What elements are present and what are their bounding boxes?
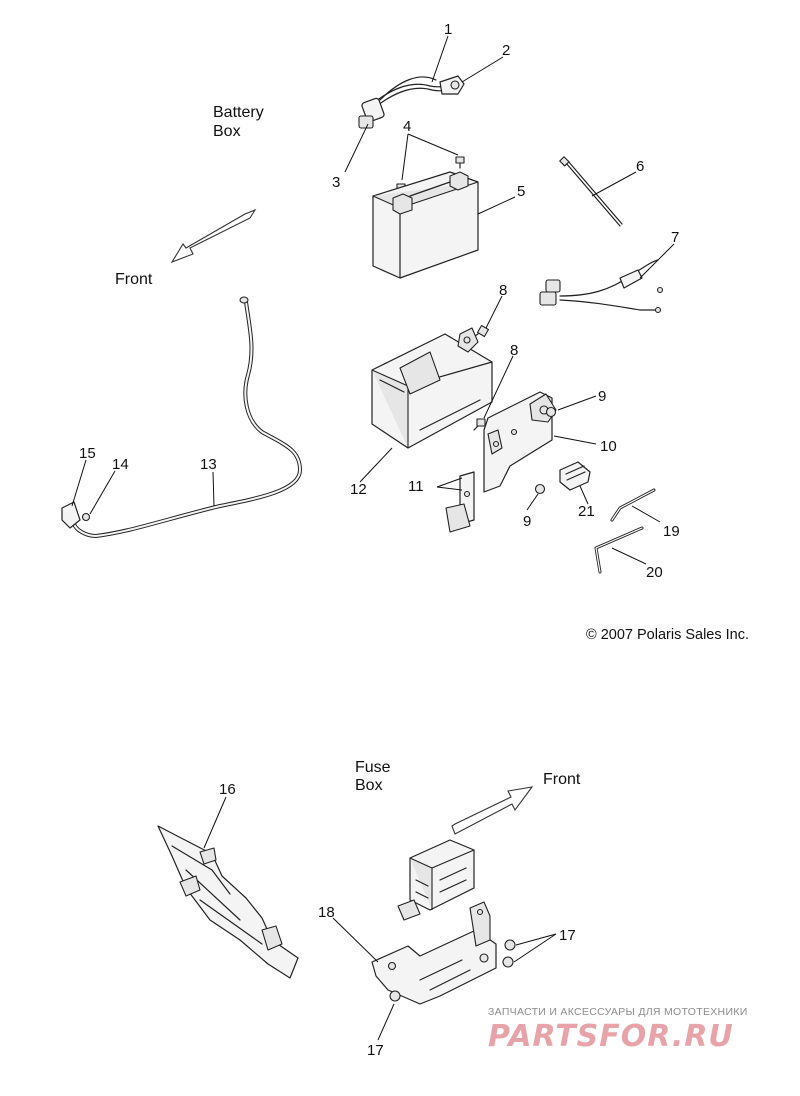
callout-8a: 8 — [499, 282, 507, 299]
callout-16: 16 — [219, 781, 236, 798]
callout-7: 7 — [671, 229, 679, 246]
callout-17b: 17 — [367, 1042, 384, 1059]
watermark: ЗАПЧАСТИ И АКСЕССУАРЫ ДЛЯ МОТОТЕХНИКИ PA… — [488, 1006, 748, 1054]
battery-cable-assembly — [358, 75, 465, 129]
battery — [372, 171, 479, 279]
front-arrow-bottom — [451, 786, 534, 835]
fuse-wire-harness — [539, 259, 664, 314]
callout-10: 10 — [600, 438, 617, 455]
watermark-brand: PARTSFOR.RU — [488, 1019, 734, 1054]
callout-6: 6 — [636, 158, 644, 175]
copyright-text: © 2007 Polaris Sales Inc. — [586, 627, 749, 643]
battery-box-caption-line2: Box — [213, 123, 241, 140]
callout-9a: 9 — [598, 388, 606, 405]
nuts — [534, 406, 557, 495]
fuse-box — [397, 839, 475, 921]
cable-tie — [559, 156, 623, 227]
battery-box-bracket — [483, 391, 557, 493]
callout-17a: 17 — [559, 927, 576, 944]
battery-box-caption-line1: Battery — [213, 104, 264, 121]
front-arrow-top — [170, 208, 257, 264]
callout-12: 12 — [350, 481, 367, 498]
leader-lines — [71, 35, 675, 1041]
retainer-clips — [445, 471, 475, 533]
watermark-tagline: ЗАПЧАСТИ И АКСЕССУАРЫ ДЛЯ МОТОТЕХНИКИ — [488, 1006, 748, 1018]
callout-2: 2 — [502, 42, 510, 59]
bolts — [471, 324, 490, 431]
fuse-box-caption-line1: Fuse — [355, 759, 391, 776]
front-caption-top: Front — [115, 271, 153, 288]
callout-14: 14 — [112, 456, 129, 473]
callout-1: 1 — [444, 21, 452, 38]
callout-18: 18 — [318, 904, 335, 921]
hex-keys — [594, 488, 656, 574]
callout-11: 11 — [408, 478, 424, 495]
fuse-box-screws — [389, 939, 516, 1002]
front-caption-bottom: Front — [543, 771, 581, 788]
callout-9b: 9 — [523, 513, 531, 530]
callout-8b: 8 — [510, 342, 518, 359]
callout-4: 4 — [403, 118, 411, 135]
callout-19: 19 — [663, 523, 680, 540]
callout-13: 13 — [200, 456, 217, 473]
callout-numbers: 1 2 3 4 5 6 7 8 8 9 9 10 11 12 13 14 15 … — [79, 21, 680, 1059]
battery-box — [371, 327, 493, 449]
callout-20: 20 — [646, 564, 663, 581]
fuse-box-panel — [157, 825, 299, 979]
fuse-box-caption-line2: Box — [355, 777, 383, 794]
callout-15: 15 — [79, 445, 96, 462]
fuse-box-bracket — [371, 901, 497, 1005]
callout-5: 5 — [517, 183, 525, 200]
ground-cable — [61, 296, 302, 538]
callout-3: 3 — [332, 174, 340, 191]
connector-21 — [559, 461, 591, 491]
callout-21: 21 — [578, 503, 595, 520]
